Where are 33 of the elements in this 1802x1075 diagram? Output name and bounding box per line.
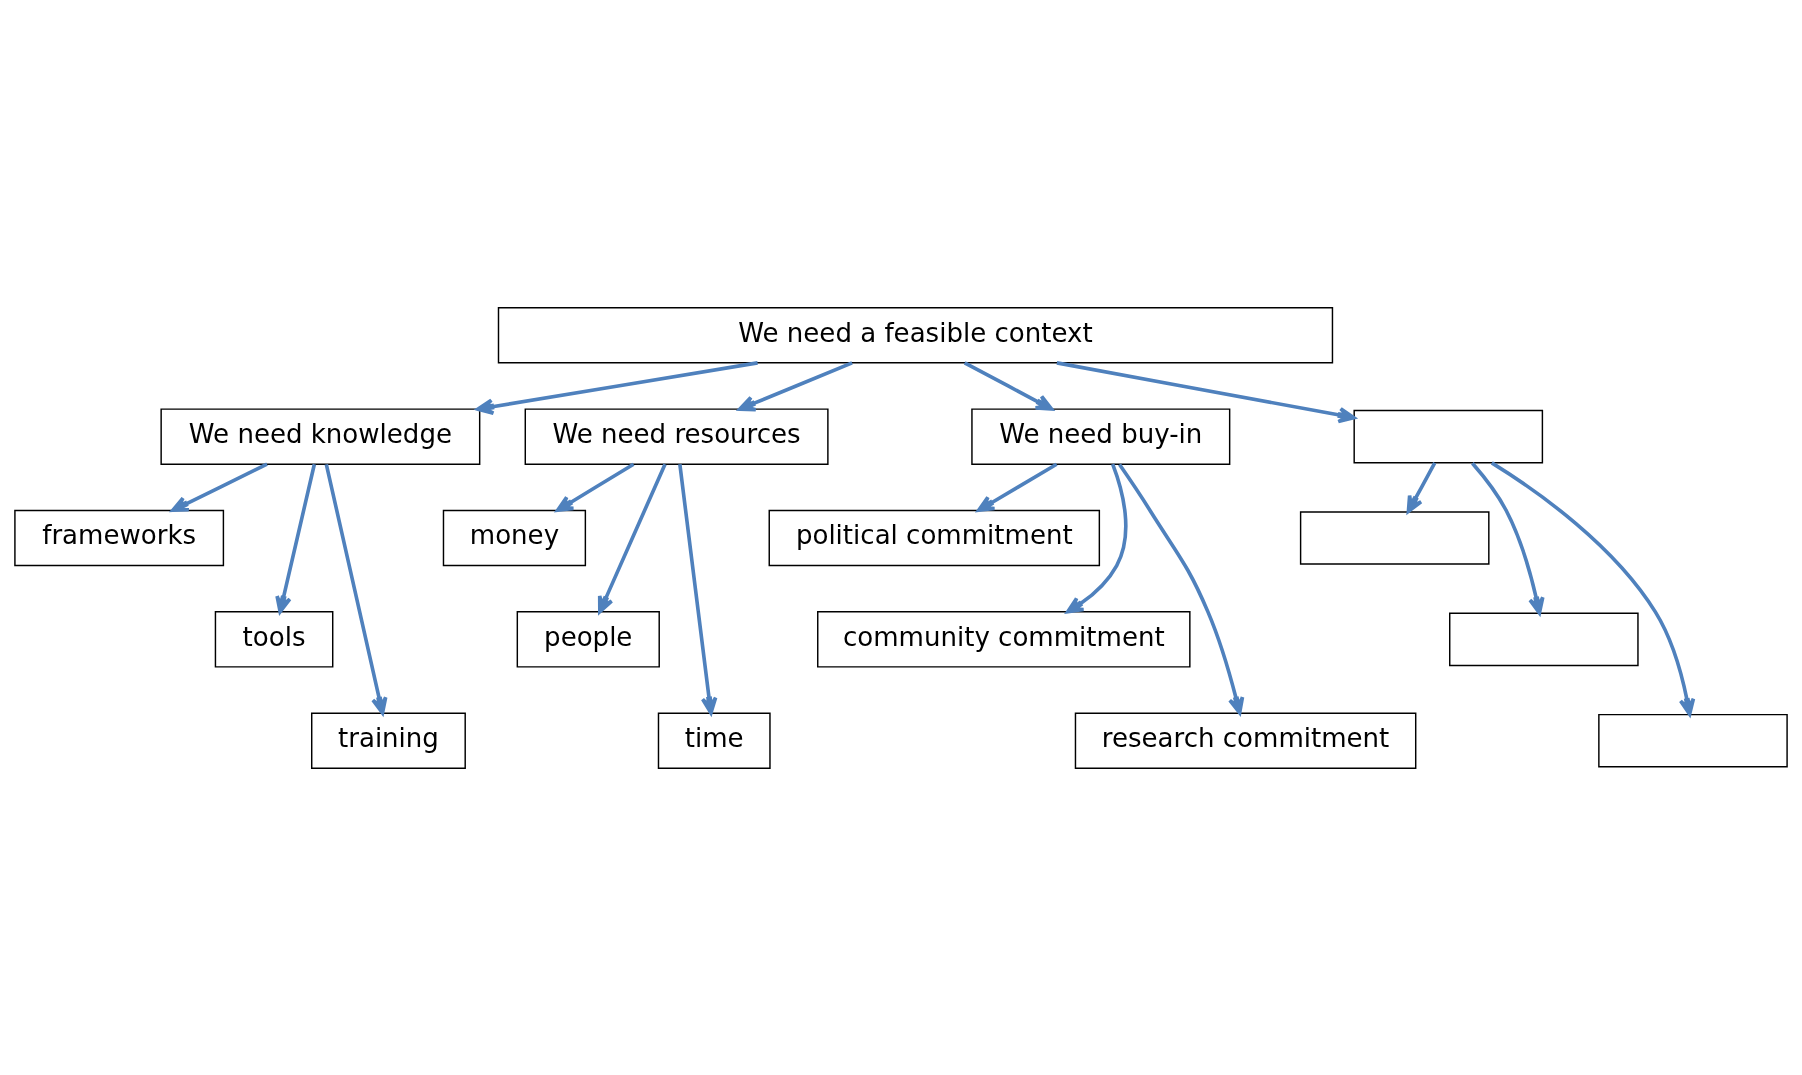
node-box: We need buy-in <box>971 407 1231 465</box>
arrow <box>1406 461 1437 513</box>
node-box: research commitment <box>1074 711 1417 769</box>
arrow <box>275 463 317 614</box>
arrow <box>555 462 635 512</box>
node-box: people <box>516 610 660 668</box>
arrow <box>1056 360 1356 423</box>
arrow <box>1118 463 1245 715</box>
node-box: We need knowledge <box>160 407 481 465</box>
node-box: frameworks <box>14 509 225 566</box>
arrow <box>738 360 853 411</box>
node-box <box>1598 713 1788 767</box>
node-box: training <box>311 711 466 769</box>
node-box: community commitment <box>817 610 1191 668</box>
arrow <box>1471 461 1545 615</box>
node-box <box>1449 612 1639 666</box>
node-box: We need a feasible context <box>497 306 1334 364</box>
arrow <box>171 462 268 512</box>
arrow <box>1066 463 1128 614</box>
node-box <box>1353 409 1544 463</box>
node-box: time <box>657 711 771 769</box>
arrow <box>597 463 667 614</box>
node-box: money <box>442 509 587 566</box>
arrow <box>1490 460 1696 716</box>
arrow <box>963 360 1054 411</box>
arrow <box>976 462 1058 512</box>
node-box: We need resources <box>524 407 829 465</box>
arrow <box>476 360 758 415</box>
node-box: tools <box>214 610 334 668</box>
arrow <box>678 463 718 715</box>
arrow <box>324 463 388 715</box>
node-box <box>1299 510 1490 565</box>
node-box: political commitment <box>768 509 1101 566</box>
